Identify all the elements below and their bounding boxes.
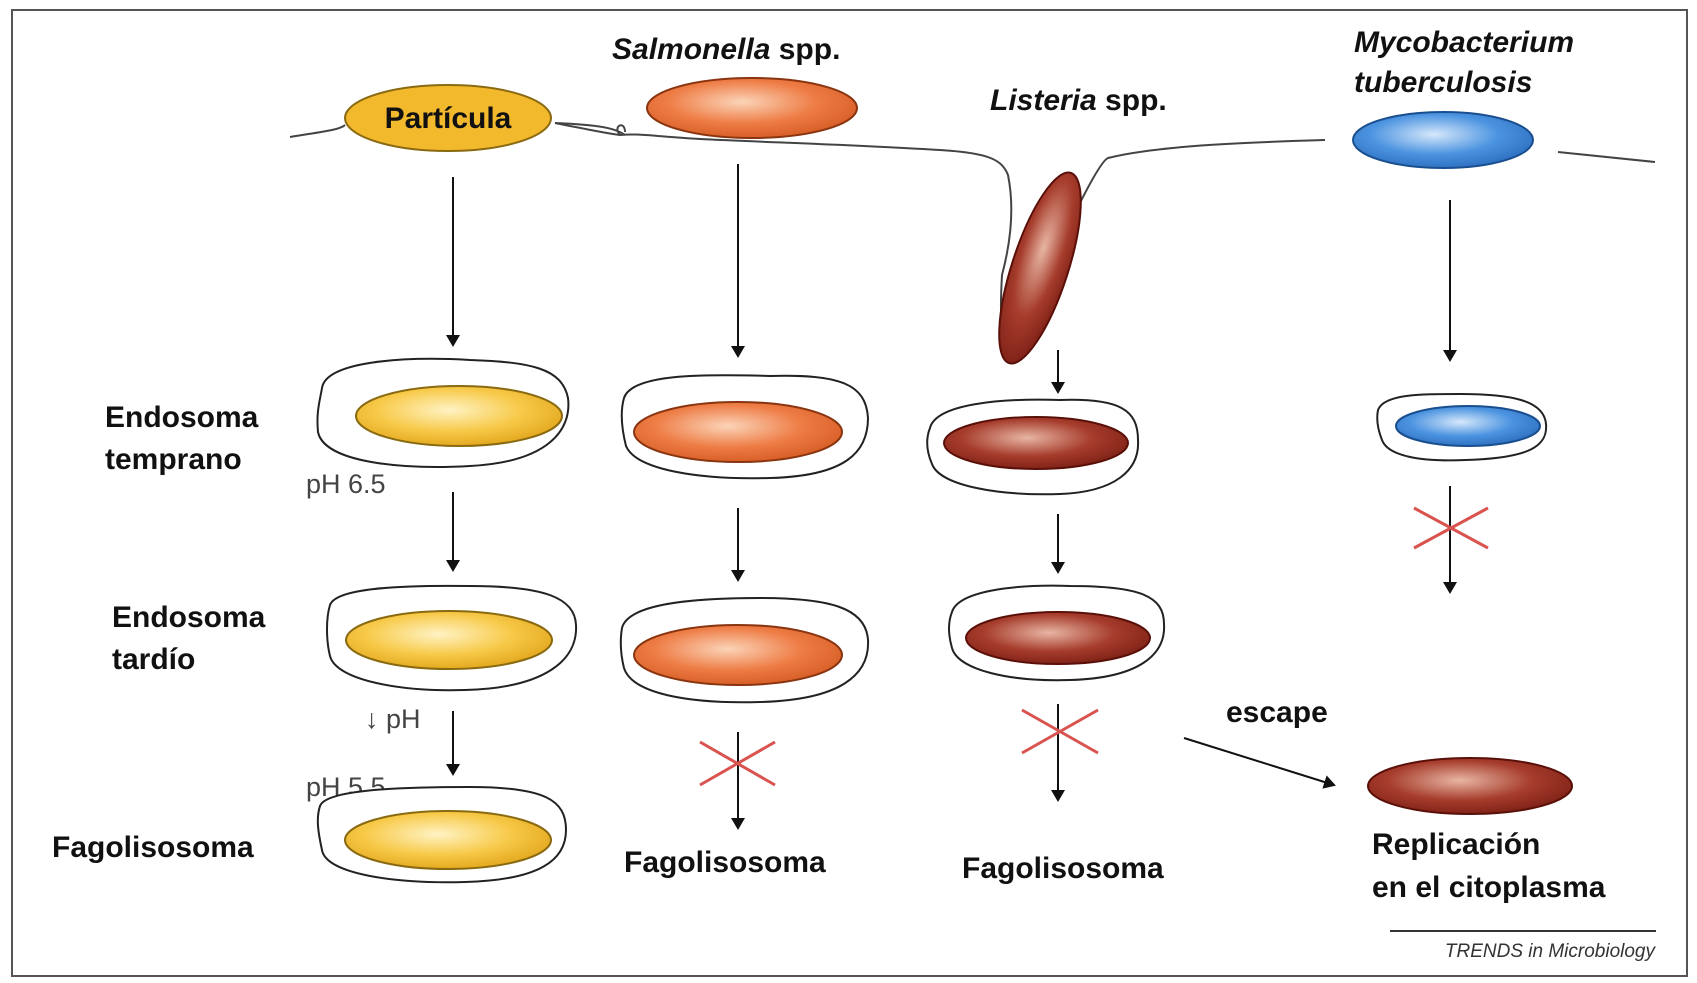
particle-phagolysosome	[345, 811, 551, 869]
row-label-late-endosome: Endosoma tardío	[112, 601, 274, 676]
listeria-early-endosome	[944, 417, 1128, 469]
mycobacterium-early-endosome	[1396, 406, 1540, 446]
salmonella-outcome: Fagolisosoma	[624, 846, 826, 879]
mycobacterium-bacterium-entry	[1353, 112, 1533, 168]
cytoplasm-replication-label: Replicación en el citoplasma	[1372, 828, 1606, 904]
listeria-late-endosome	[966, 612, 1150, 664]
salmonella-header: Salmonella spp.	[612, 33, 840, 66]
arrow-listeria-escape	[1184, 738, 1334, 785]
listeria-header: Listeria spp.	[990, 84, 1167, 117]
ph-early-label: pH 6.5	[306, 469, 386, 499]
salmonella-late-endosome	[634, 625, 842, 685]
particle-late-endosome	[346, 611, 552, 669]
ph-drop-label: ↓ pH	[365, 704, 421, 734]
row-label-phagolysosome: Fagolisosoma	[52, 831, 254, 864]
particle-label: Partícula	[385, 102, 512, 135]
mycobacterium-header: Mycobacterium tuberculosis	[1354, 26, 1582, 99]
escape-label: escape	[1226, 696, 1328, 729]
listeria-outcome: Fagolisosoma	[962, 852, 1164, 885]
particle-early-endosome	[356, 386, 562, 446]
listeria-cytoplasm-replicating	[1368, 758, 1572, 814]
blocked-mark-listeria	[1022, 710, 1098, 753]
salmonella-bacterium-entry	[647, 78, 857, 138]
journal-credit: TRENDS in Microbiology	[1445, 941, 1657, 962]
salmonella-early-endosome	[634, 402, 842, 462]
row-label-early-endosome: Endosoma temprano	[105, 401, 267, 476]
listeria-bacterium-entry	[982, 164, 1097, 372]
